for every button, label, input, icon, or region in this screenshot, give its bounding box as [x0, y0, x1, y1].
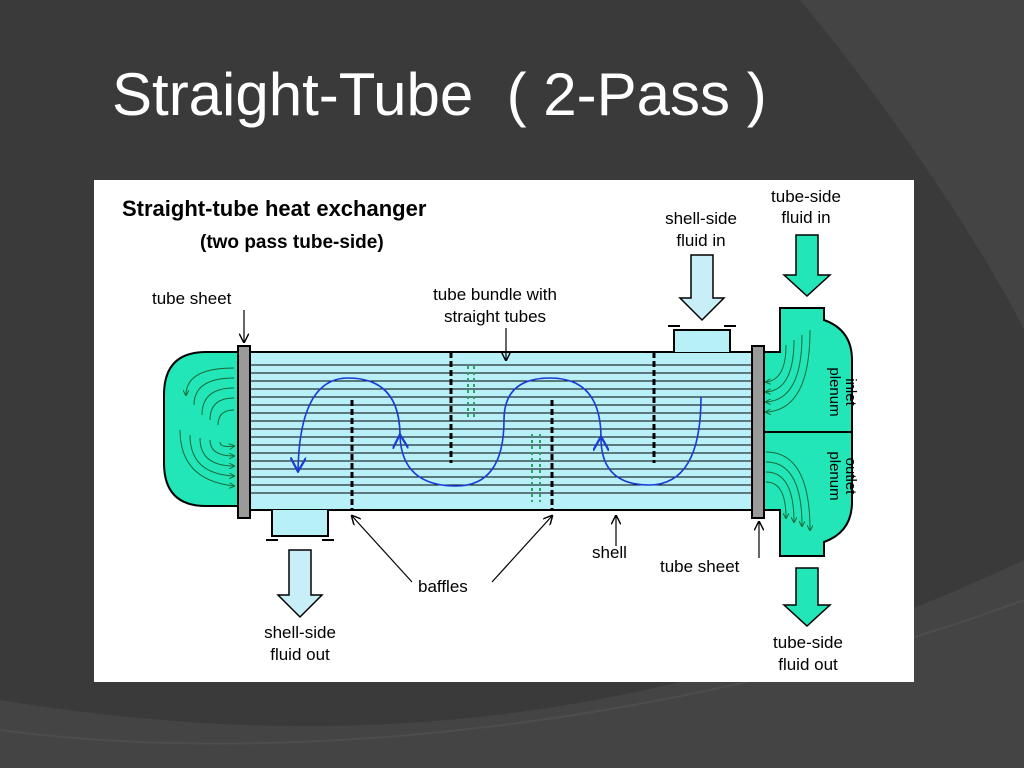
plenum-flow-arrows — [766, 329, 810, 530]
shell-flow-arrows — [298, 377, 702, 487]
label-tube-side-in-line2: fluid in — [781, 208, 831, 227]
label-tube-side-in-line1: tube-side — [771, 187, 841, 206]
label-shell-side-in-line2: fluid in — [676, 231, 726, 250]
label-tube-bundle-line1: tube bundle with — [433, 285, 557, 304]
diagram-panel: Straight-tube heat exchanger (two pass t… — [94, 180, 914, 682]
label-shell-side-out-line2: fluid out — [270, 645, 330, 664]
label-inlet-plenum: inlet plenum — [826, 367, 859, 417]
shell-side-in-arrow — [678, 254, 726, 322]
tube-sheet-right — [751, 345, 765, 519]
shell-outlet-nozzle — [271, 510, 329, 537]
label-tube-sheet-right: tube sheet — [660, 557, 740, 576]
tube-side-out-arrow — [782, 567, 832, 628]
pointer-arrows — [244, 310, 759, 583]
label-tube-bundle-line2: straight tubes — [443, 307, 547, 326]
slide-title: Straight-Tube ( 2-Pass ) — [112, 61, 767, 128]
label-tube-sheet-left: tube sheet — [152, 289, 232, 308]
label-shell-side-out-line1: shell-side — [264, 623, 336, 642]
shell-side-out-arrow — [276, 549, 324, 619]
shell-inlet-nozzle — [673, 329, 731, 352]
label-tube-side-out-line1: tube-side — [773, 633, 843, 652]
label-outlet-plenum: outlet plenum — [826, 451, 859, 501]
tube-sheet-left — [237, 345, 251, 519]
tube-bundle — [244, 364, 754, 494]
label-shell: shell — [592, 543, 627, 562]
background-swoosh-top — [800, 0, 1024, 330]
label-tube-side-out-line2: fluid out — [778, 655, 838, 674]
label-baffles: baffles — [418, 577, 468, 596]
return-head-flow-arrows — [179, 367, 234, 486]
label-shell-side-in-line1: shell-side — [665, 209, 737, 228]
baffles — [350, 352, 656, 510]
shell-body — [243, 351, 755, 511]
return-head — [163, 351, 241, 507]
diagram-subtitle: (two pass tube-side) — [200, 232, 384, 253]
tube-side-in-arrow — [782, 234, 832, 298]
diagram-title: Straight-tube heat exchanger — [122, 196, 427, 221]
heat-exchanger-diagram — [163, 234, 853, 628]
background-swoosh-bottom — [0, 560, 1024, 768]
